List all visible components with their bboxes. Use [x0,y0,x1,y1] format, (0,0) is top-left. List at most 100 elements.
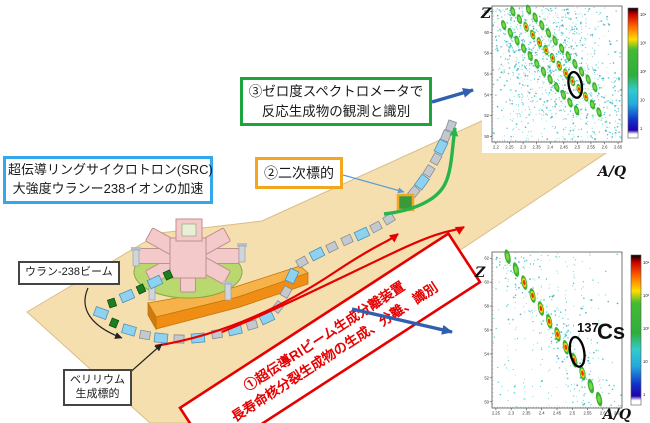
magnet [422,164,436,178]
y-tick-label: 56 [484,328,489,333]
magnet [308,246,326,262]
magnet [108,317,120,329]
x-tick-label: 2.3 [520,145,526,150]
magnet [439,129,453,143]
y-tick-label: 62 [484,9,489,14]
magnet [413,173,431,191]
colorbar-label: 10 [643,359,648,364]
magnet [369,220,383,234]
beryllium-target-label-line2: 生成標的 [75,388,120,401]
colorbar-label: 1 [643,392,646,397]
x-tick-label: 2.65 [614,411,623,416]
magnet [146,274,164,290]
cs137-element-label: Cs [597,319,625,344]
x-tick-label: 2.6 [600,411,606,416]
red-loop-arrow-lower [154,233,399,348]
y-tick-label: 58 [484,304,489,309]
magnet [106,297,118,309]
colorbar-label: 1 [640,126,643,131]
pillar [223,281,233,285]
colorbar [630,254,642,406]
magnet [279,285,293,299]
beamline [92,119,457,344]
x-tick-label: 2.45 [560,145,569,150]
x-tick-label: 2.3 [508,411,514,416]
black-arrow-uranium [84,287,123,339]
x-tick-label: 2.25 [505,145,514,150]
colorbar-label: 10² [643,326,650,331]
magnet [284,267,300,285]
x-tick-label: 2.4 [547,145,553,150]
y-tick-label: 50 [484,399,489,404]
secondary-target-label: ②二次標的 [264,165,334,181]
zero-degree-label-line1: ③ゼロ度スペクトロメータで [248,84,424,99]
magnet [118,288,136,304]
magnet [135,283,147,295]
magnet [353,226,371,242]
x-tick-label: 2.65 [614,145,623,150]
y-tick-label: 60 [484,280,489,285]
x-tick-label: 2.55 [583,411,592,416]
pillar [237,243,247,247]
secondary-target-callout-box: ②二次標的 [255,157,343,190]
magnet [295,255,309,269]
y-tick-label: 50 [484,134,489,139]
x-tick-label: 2.35 [533,145,542,150]
magnet [325,240,339,254]
x-tick-label: 2.2 [493,145,499,150]
colorbar-label: 10² [640,69,647,74]
y-tick-label: 58 [484,51,489,56]
zero-degree-callout-box: ③ゼロ度スペクトロメータで 反応生成物の観測と識別 [240,77,432,127]
aq-axis-label-bottom: A/Q [601,407,631,423]
x-tick-label: 2.5 [574,145,580,150]
green-arrow [383,127,459,216]
blue-arrow-top-plot [431,88,474,104]
z-axis-label-bottom: Z [474,265,486,281]
colorbar [627,7,639,139]
x-tick-label: 2.25 [492,411,501,416]
pillar [131,247,141,251]
y-tick-label: 60 [484,30,489,35]
magnet [92,306,110,320]
magnet [138,329,152,341]
colorbar-label: 10³ [640,40,647,45]
blue-arrow-bottom-plot [351,307,453,335]
y-tick-label: 54 [484,351,489,356]
x-tick-label: 2.4 [539,411,545,416]
thin-blue-arrow [342,174,405,194]
colorbar-label: 10 [640,98,645,103]
magnet [153,332,169,344]
pid-plot-bottom: 2.25 2.3 2.35 2.4 2.45 2.5 2.55 2.6 2.65 62 60 58 56… [483,246,650,423]
y-tick-label: 62 [484,256,489,261]
zero-degree-label-line2: 反応生成物の観測と識別 [261,103,411,119]
red-loop-arrow-upper [221,226,465,334]
z-axis-label-top: Z [480,6,492,22]
y-tick-label: 52 [484,375,489,380]
beryllium-target-label-line1: ベリリウム [70,374,125,386]
plot-frame [491,5,623,143]
floor-plane [26,113,614,423]
src-callout-box: 超伝導リングサイクロトロン(SRC) 大強度ウランー238イオンの加速 [3,156,213,204]
magnet [162,269,174,281]
src-label-line1: 超伝導リングサイクロトロン(SRC) [8,162,213,177]
uranium-beam-callout-box: ウラン-238ビーム [18,261,120,285]
magnet [382,212,396,226]
src-label-line2: 大強度ウランー238イオンの加速 [12,180,204,196]
x-tick-label: 2.45 [553,411,562,416]
magnet [429,152,443,166]
colorbar-label: 10⁴ [643,260,650,265]
src-cyclotron [131,218,247,301]
colorbar-label: 10⁴ [640,12,647,17]
x-tick-label: 2.5 [569,411,575,416]
uranium-beam-label: ウラン-238ビーム [25,266,113,278]
colorbar-label: 10³ [643,293,650,298]
magnet [433,138,449,156]
magnet [340,233,354,247]
bigrips-callout-border [178,231,482,423]
selection-ellipse [568,335,586,368]
x-tick-label: 2.35 [522,411,531,416]
y-tick-label: 56 [484,72,489,77]
y-tick-label: 54 [484,92,489,97]
